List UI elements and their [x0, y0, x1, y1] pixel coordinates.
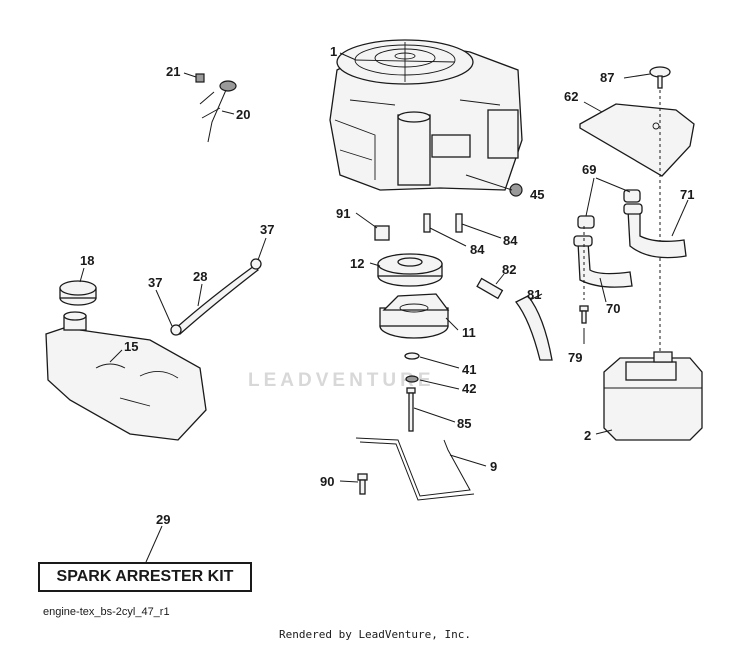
callout-28: 28 — [193, 269, 207, 284]
part-11-clutch[interactable] — [379, 293, 450, 339]
callout-18: 18 — [80, 253, 94, 268]
part-engine[interactable] — [329, 39, 523, 191]
part-90-bolt[interactable] — [357, 473, 368, 495]
part-37-clamp[interactable] — [170, 258, 262, 336]
part-82-fitting[interactable] — [476, 277, 504, 300]
part-2-muffler[interactable] — [603, 351, 703, 441]
callout-29: 29 — [156, 512, 170, 527]
part-15-fuel-tank[interactable] — [45, 311, 207, 441]
callout-62: 62 — [564, 89, 578, 104]
callout-21: 21 — [166, 64, 180, 79]
part-85-bolt[interactable] — [406, 387, 416, 432]
callout-81: 81 — [527, 287, 541, 302]
callout-90: 90 — [320, 474, 334, 489]
spark-arrester-kit-label: SPARK ARRESTER KIT — [38, 562, 252, 592]
part-62-heat-shield[interactable] — [579, 103, 695, 177]
part-84-bolt[interactable] — [423, 213, 463, 233]
callout-42: 42 — [462, 381, 476, 396]
part-12-pulley[interactable] — [377, 253, 443, 287]
part-21-bolt[interactable] — [195, 73, 205, 83]
callout-9: 9 — [490, 459, 497, 474]
callout-91: 91 — [336, 206, 350, 221]
part-79-bolt[interactable] — [579, 305, 589, 324]
callout-41: 41 — [462, 362, 476, 377]
part-20-dipstick[interactable] — [199, 80, 237, 143]
watermark-text: LEADVENTURE — [248, 370, 435, 391]
part-41-washer[interactable] — [404, 352, 420, 360]
part-70-exhaust-pipe[interactable] — [573, 235, 633, 288]
callout-12: 12 — [350, 256, 364, 271]
part-28-fuel-line[interactable] — [175, 265, 259, 335]
part-9-rod[interactable] — [355, 437, 475, 501]
part-91-spacer[interactable] — [374, 225, 390, 241]
part-71-exhaust-pipe[interactable] — [623, 203, 687, 259]
file-reference: engine-tex_bs-2cyl_47_r1 — [43, 606, 170, 618]
callout-84a: 84 — [470, 242, 485, 257]
callout-2: 2 — [584, 428, 591, 443]
callout-37a: 37 — [148, 275, 162, 290]
callout-45: 45 — [530, 187, 544, 202]
callout-85: 85 — [457, 416, 471, 431]
part-18-fuel-cap[interactable] — [59, 280, 97, 306]
callout-15: 15 — [124, 339, 138, 354]
part-81-hose[interactable] — [515, 295, 553, 361]
callout-20: 20 — [236, 107, 250, 122]
callout-79: 79 — [568, 350, 582, 365]
callout-1: 1 — [330, 44, 337, 59]
part-87-knob[interactable] — [649, 66, 671, 89]
callout-70: 70 — [606, 301, 620, 316]
callout-71: 71 — [680, 187, 694, 202]
render-credit: Rendered by LeadVenture, Inc. — [278, 628, 472, 641]
callout-82: 82 — [502, 262, 516, 277]
part-45-nut[interactable] — [509, 183, 523, 197]
callout-87: 87 — [600, 70, 614, 85]
callout-69: 69 — [582, 162, 596, 177]
part-42-lockwasher[interactable] — [405, 375, 419, 383]
callout-84b: 84 — [503, 233, 518, 248]
callout-37b: 37 — [260, 222, 274, 237]
callout-11: 11 — [462, 325, 476, 340]
